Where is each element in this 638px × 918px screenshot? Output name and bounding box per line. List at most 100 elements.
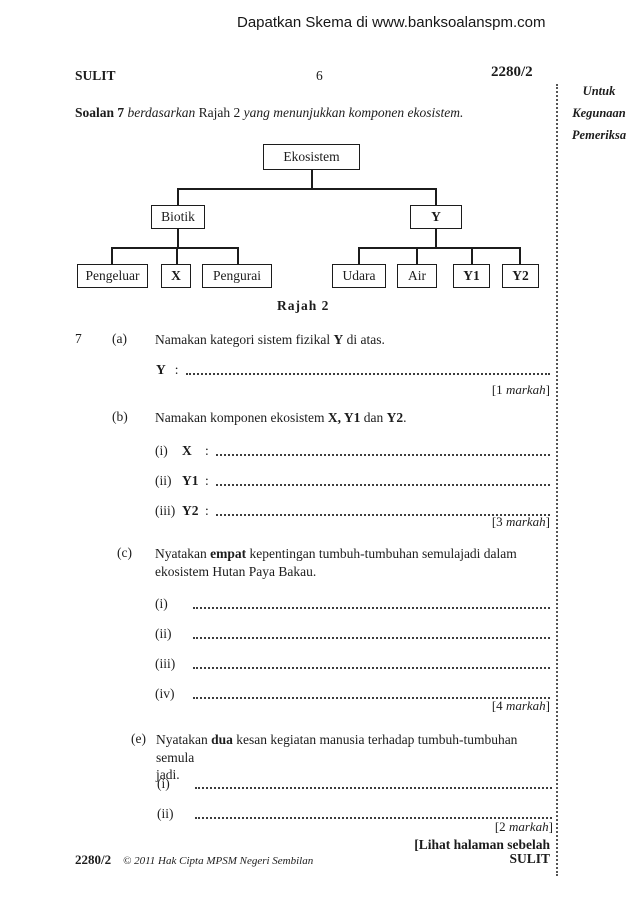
diagram-box-y2: Y2 bbox=[502, 264, 539, 288]
answer-colon: : bbox=[205, 473, 209, 488]
answer-line-b3: (iii) Y2 : bbox=[155, 501, 550, 519]
answer-letter: X bbox=[182, 443, 192, 458]
diagram-box-y: Y bbox=[410, 205, 462, 229]
answer-dotted-line bbox=[215, 483, 550, 486]
continue-note: [Lihat halaman sebelah bbox=[414, 837, 550, 852]
connector-line bbox=[176, 247, 178, 264]
connector-line bbox=[177, 188, 179, 205]
answer-dotted-line bbox=[193, 696, 550, 699]
connector-line bbox=[237, 247, 239, 264]
part-e-text-segment: kesan kegiatan manusia terhadap tumbuh-t… bbox=[156, 732, 518, 765]
question-number: 7 bbox=[75, 331, 82, 346]
answer-roman: (ii) bbox=[155, 473, 172, 488]
answer-colon: : bbox=[205, 443, 209, 458]
marks-e-pre: [2 bbox=[494, 819, 509, 834]
part-e-label: (e) bbox=[131, 731, 146, 746]
part-e-text-segment: Nyatakan bbox=[156, 732, 212, 747]
connector-line bbox=[111, 247, 238, 249]
answer-dotted-line bbox=[195, 786, 552, 789]
diagram-box-y1: Y1 bbox=[453, 264, 490, 288]
connector-line bbox=[358, 247, 521, 249]
part-c-text-line2: ekosistem Hutan Paya Bakau. bbox=[155, 563, 317, 579]
answer-dotted-line bbox=[193, 666, 550, 669]
part-a-text-segment: di atas. bbox=[343, 332, 385, 347]
answer-dotted-line bbox=[215, 453, 550, 456]
paper-code-top: 2280/2 bbox=[491, 64, 533, 80]
diagram-box-pengurai: Pengurai bbox=[202, 264, 272, 288]
answer-dotted-line bbox=[193, 636, 550, 639]
part-c-label: (c) bbox=[117, 545, 132, 560]
part-a-label: (a) bbox=[112, 331, 127, 346]
part-b-text-segment: Namakan komponen ekosistem bbox=[155, 410, 328, 425]
marks-c-word: markah bbox=[505, 698, 546, 713]
intro-italic1: berdasarkan bbox=[124, 105, 199, 120]
marks-a-post: ] bbox=[545, 382, 550, 397]
answer-line-a-label: Y bbox=[156, 362, 166, 377]
marks-c-pre: [4 bbox=[491, 698, 506, 713]
answer-roman: (i) bbox=[155, 596, 168, 611]
copyright-notice: © 2011 Hak Cipta MPSM Negeri Sembilan bbox=[123, 855, 314, 867]
part-a-text-bold: Y bbox=[333, 332, 344, 347]
marks-e: [2 markah] bbox=[495, 819, 553, 835]
paper-code-bottom: 2280/2 bbox=[75, 852, 112, 867]
marks-a: [1 markah] bbox=[492, 382, 550, 398]
connector-line bbox=[311, 170, 313, 188]
answer-roman: (iv) bbox=[155, 686, 175, 701]
answer-line-e1: (i) bbox=[157, 774, 552, 792]
answer-roman: (i) bbox=[155, 443, 168, 458]
part-b-text-bold: X, Y1 bbox=[327, 410, 361, 425]
diagram-box-udara: Udara bbox=[332, 264, 386, 288]
part-e-text-line2: jadi. bbox=[156, 767, 180, 782]
answer-line-b2: (ii) Y1 : bbox=[155, 471, 550, 489]
part-b-label: (b) bbox=[112, 409, 128, 424]
marks-a-word: markah bbox=[505, 382, 546, 397]
marks-c-post: ] bbox=[545, 698, 550, 713]
examiner-column-line: Kegunaan bbox=[572, 106, 626, 120]
question-intro: Soalan 7 berdasarkan Rajah 2 yang menunj… bbox=[75, 104, 463, 122]
part-a-text-segment: Namakan kategori sistem fizikal bbox=[155, 332, 334, 347]
answer-line-c4: (iv) bbox=[155, 684, 550, 702]
answer-dotted-line bbox=[193, 606, 550, 609]
connector-line bbox=[435, 188, 437, 205]
answer-letter: Y2 bbox=[182, 503, 199, 518]
part-e-text-line1: Nyatakan dua kesan kegiatan manusia terh… bbox=[156, 731, 559, 766]
confidential-label-bottom: SULIT bbox=[509, 851, 550, 866]
examiner-column: Untuk Kegunaan Pemeriksa bbox=[560, 80, 638, 146]
intro-bold: Soalan 7 bbox=[75, 105, 125, 120]
connector-line bbox=[435, 229, 437, 247]
website-banner: Dapatkan Skema di www.banksoalanspm.com bbox=[237, 14, 546, 31]
part-c-text-line1: Nyatakan empat kepentingan tumbuh-tumbuh… bbox=[155, 545, 557, 563]
answer-dotted-line bbox=[185, 372, 550, 375]
confidential-label-top: SULIT bbox=[75, 68, 116, 83]
marks-a-pre: [1 bbox=[491, 382, 506, 397]
part-b-text: Namakan komponen ekosistem X, Y1 dan Y2. bbox=[155, 409, 555, 427]
part-b-text-segment: . bbox=[403, 410, 407, 425]
answer-line-e2: (ii) bbox=[157, 804, 552, 822]
diagram-box-x: X bbox=[161, 264, 191, 288]
part-b-text-segment: dan bbox=[360, 410, 387, 425]
answer-roman: (i) bbox=[157, 776, 170, 791]
marks-b-post: ] bbox=[545, 514, 550, 529]
intro-italic2: yang menunjukkan komponen ekosistem. bbox=[243, 105, 464, 120]
connector-line bbox=[177, 229, 179, 247]
examiner-column-line: Untuk bbox=[582, 84, 616, 98]
page-number: 6 bbox=[316, 68, 323, 83]
connector-line bbox=[111, 247, 113, 264]
connector-line bbox=[519, 247, 521, 264]
answer-roman: (iii) bbox=[155, 503, 176, 518]
part-a-text: Namakan kategori sistem fizikal Y di ata… bbox=[155, 331, 555, 349]
diagram-box-biotik: Biotik bbox=[151, 205, 205, 229]
answer-line-c1: (i) bbox=[155, 594, 550, 612]
marks-e-post: ] bbox=[548, 819, 553, 834]
connector-line bbox=[416, 247, 418, 264]
answer-colon: : bbox=[205, 503, 209, 518]
connector-line bbox=[471, 247, 473, 264]
part-e-text-bold: dua bbox=[211, 732, 233, 747]
marks-b-word: markah bbox=[505, 514, 546, 529]
answer-roman: (ii) bbox=[155, 626, 172, 641]
intro-plain: Rajah 2 bbox=[198, 105, 244, 120]
diagram-box-pengeluar: Pengeluar bbox=[77, 264, 148, 288]
answer-line-c3: (iii) bbox=[155, 654, 550, 672]
part-c-text-segment: kepentingan tumbuh-tumbuhan semulajadi d… bbox=[246, 546, 517, 561]
